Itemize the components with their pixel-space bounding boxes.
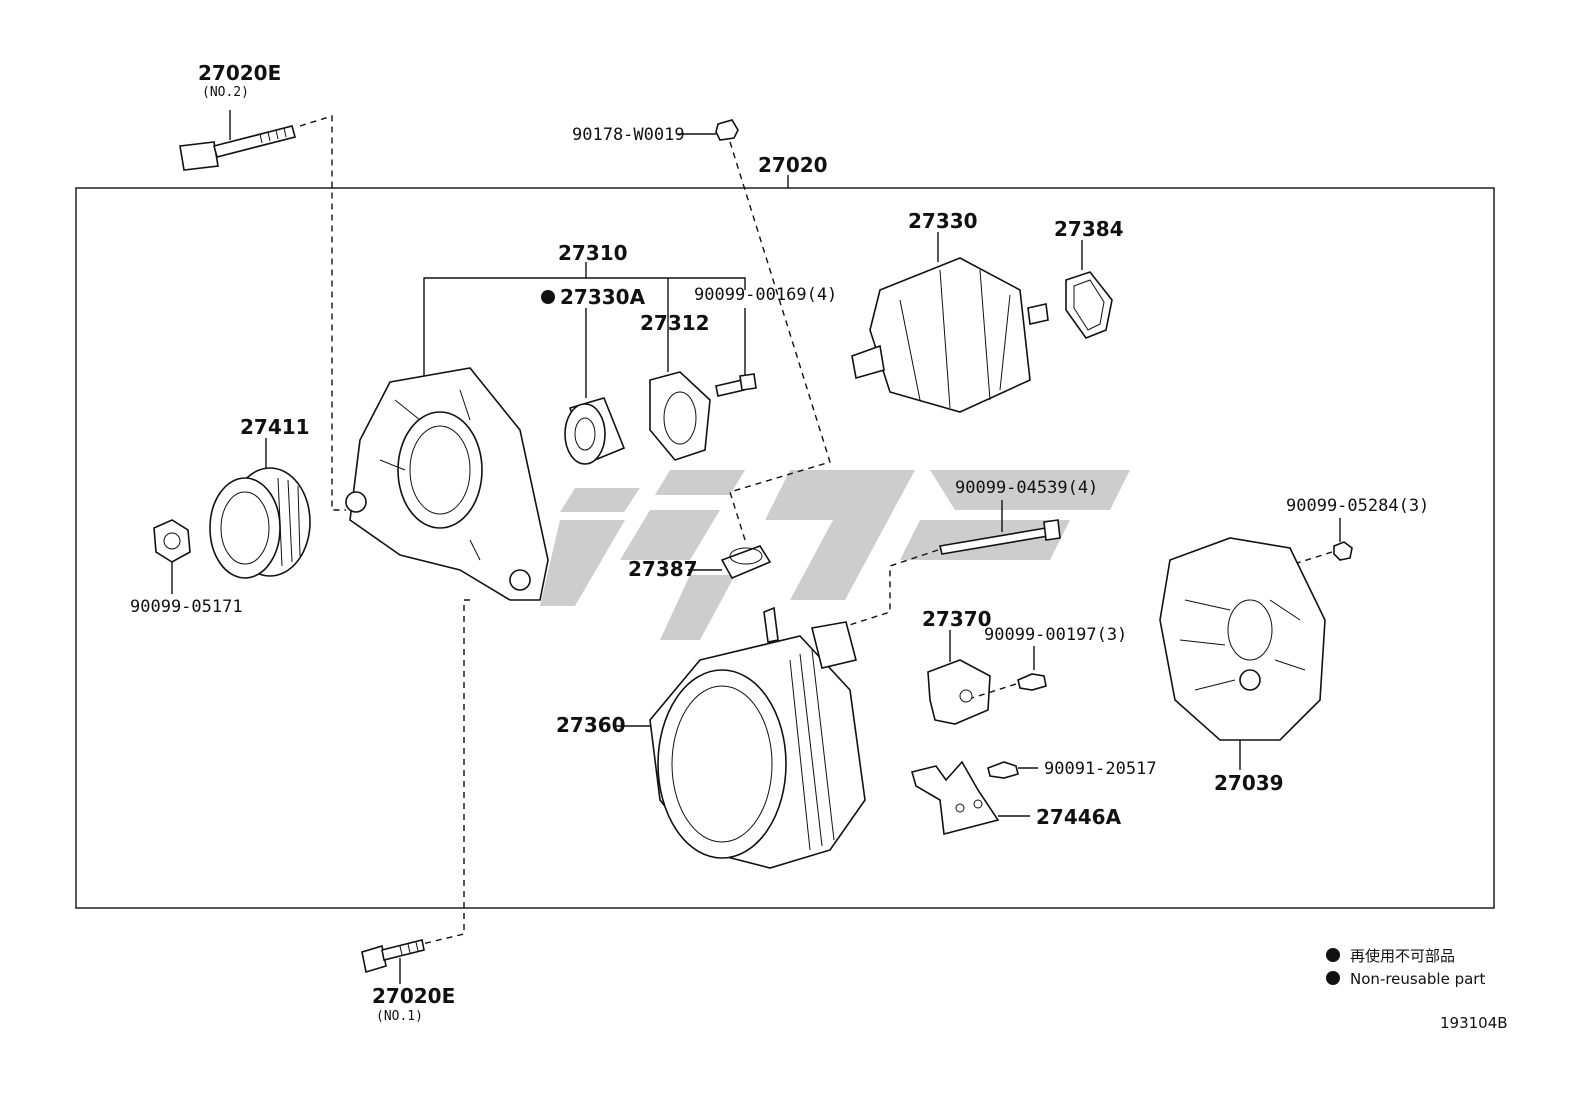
legend: 再使用不可部品 Non-reusable part <box>1326 947 1485 988</box>
regulator-screw <box>1017 673 1047 691</box>
top-nut-number: 90178-W0019 <box>572 125 685 145</box>
bracket-plate <box>911 760 1000 836</box>
bearing-number: 27330A <box>560 285 646 309</box>
rear-cover-number: 27039 <box>1214 771 1284 795</box>
drive-end-frame <box>345 367 549 601</box>
insulator-number: 27387 <box>628 557 698 581</box>
regulator-screw-number: 90099-00197(3) <box>984 625 1127 645</box>
collar-ring <box>1065 271 1113 339</box>
bolt-no1-note: (NO.1) <box>376 1009 423 1024</box>
retainer-number: 27312 <box>640 311 710 335</box>
frame-number: 27310 <box>558 241 628 265</box>
retainer-screw-number: 90099-00169(4) <box>694 285 837 305</box>
bracket-number: 27446A <box>1036 805 1122 829</box>
regulator <box>927 659 991 725</box>
stator-number: 27360 <box>556 713 626 737</box>
rear-cover <box>1159 537 1326 741</box>
bracket-screw-number: 90091-20517 <box>1044 759 1157 779</box>
pulley-nut-number: 90099-05171 <box>130 597 243 617</box>
assembly-frame <box>75 187 1495 909</box>
rear-nut <box>1333 541 1353 561</box>
rear-nut-number: 90099-05284(3) <box>1286 496 1429 516</box>
retainer-screw <box>715 373 757 397</box>
stator <box>649 606 866 869</box>
collar-number: 27384 <box>1054 217 1124 241</box>
through-bolt <box>939 519 1061 555</box>
pulley-number: 27411 <box>240 415 310 439</box>
pulley-nut <box>153 519 191 563</box>
through-bolt-number: 90099-04539(4) <box>955 478 1098 498</box>
regulator-number: 27370 <box>922 607 992 631</box>
bracket-screw <box>987 761 1019 779</box>
bearing <box>564 397 626 465</box>
rotor <box>851 257 1049 413</box>
diagram-code: 193104B <box>1440 1014 1508 1032</box>
bolt-no2-number: 27020E <box>198 61 281 85</box>
insulator <box>720 545 772 580</box>
assembly-number: 27020 <box>758 153 828 177</box>
bolt-no2 <box>179 110 296 171</box>
legend-dot-jp <box>1326 948 1340 962</box>
rotor-number: 27330 <box>908 209 978 233</box>
bolt-no1-number: 27020E <box>372 984 455 1008</box>
legend-en: Non-reusable part <box>1350 970 1485 988</box>
bolt-no2-note: (NO.2) <box>202 85 249 100</box>
retainer-plate <box>649 371 711 461</box>
legend-dot-en <box>1326 971 1340 985</box>
bolt-no1 <box>361 939 425 974</box>
pulley <box>209 467 311 579</box>
non-reusable-dot <box>541 290 555 304</box>
legend-jp: 再使用不可部品 <box>1350 947 1455 965</box>
top-nut <box>715 119 739 141</box>
